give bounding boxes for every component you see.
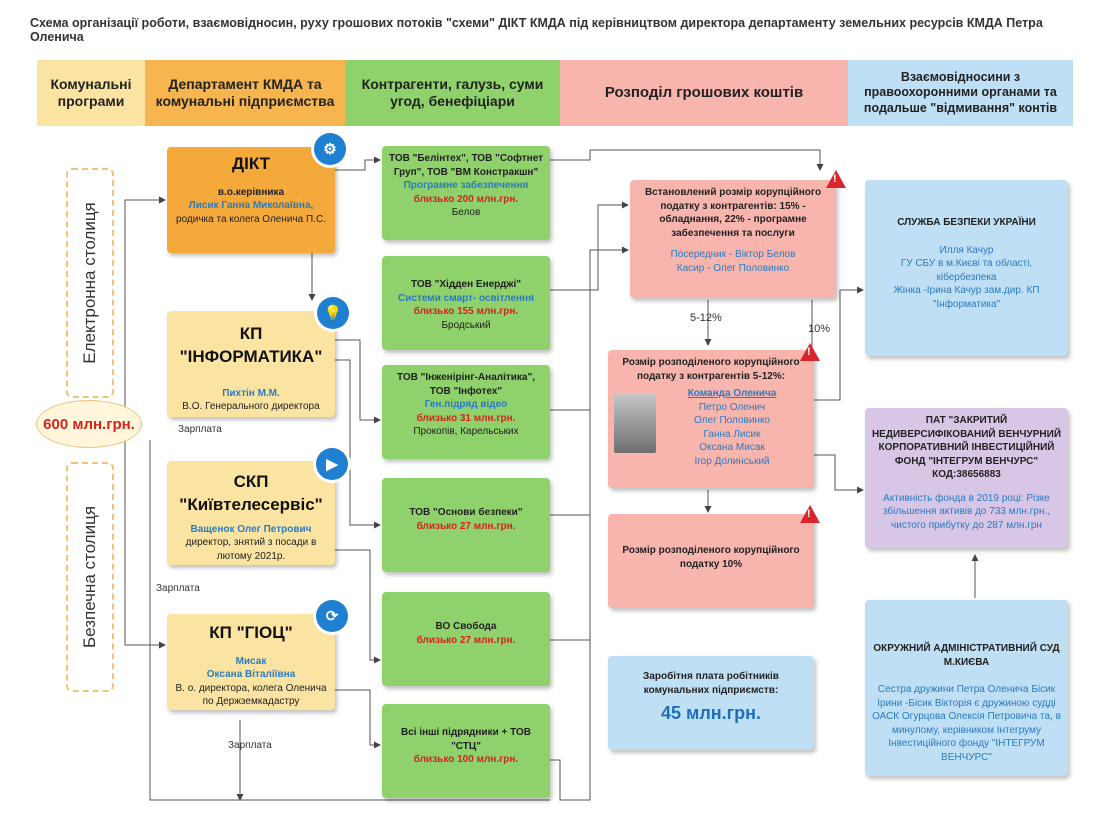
dept-dikt-name: ДІКТ: [231, 154, 271, 173]
dept-informatyka-note: В.О. Генерального директора: [182, 401, 320, 413]
intermediary: Посередник - Віктор Белов: [670, 249, 796, 260]
contractor-name: ТОВ "Белінтех", ТОВ "Софтнет Груп", ТОВ …: [388, 153, 544, 178]
dept-dikt-role: в.о.керівника: [217, 186, 285, 198]
salary-label-2: Зарплата: [156, 583, 200, 594]
team-member: Ігор Долинський: [694, 455, 770, 467]
salary-label-3: Зарплата: [228, 740, 272, 751]
team-name: Команда Оленича: [687, 388, 777, 399]
total-amount-badge: 600 млн.грн.: [36, 400, 142, 448]
dept-dikt-note: родичка та колега Оленича П.С.: [176, 213, 326, 225]
dept-kts-name: СКП "Київтелесервіс": [179, 472, 323, 514]
header-departments: Департамент КМДА та комунальні підприємс…: [145, 60, 345, 126]
program-electronic-capital: Електронна столиця: [66, 168, 114, 398]
person-photo: [614, 393, 656, 453]
sbu-wife: Жінка -Ірина Качур зам.дир. КП "Інформат…: [893, 285, 1040, 310]
contractor-osnovy-bezpeky: ТОВ "Основи безпеки" близько 27 млн.грн.: [382, 478, 550, 572]
dept-dikt: ДІКТ в.о.керівника Лисик Ганна Миколаївн…: [167, 147, 335, 253]
contractor-hidden-energy: ТОВ "Хідден Енерджі" Системи смарт- осві…: [382, 256, 550, 350]
header-law: Взаємовідносини з правоохоронними органа…: [848, 60, 1073, 126]
ten-percent-text: Розмір розподіленого корупційного податк…: [622, 545, 800, 570]
salary-box: Заробітня плата робітників комунальних п…: [608, 656, 814, 750]
team-tax-text: Розмір розподіленого корупційного податк…: [622, 357, 800, 382]
contractor-amount: близько 200 млн.грн.: [413, 193, 519, 205]
court-name: ОКРУЖНИЙ АДМІНІСТРАТИВНИЙ СУД М.КИЄВА: [873, 643, 1060, 668]
sbu-box: СЛУЖБА БЕЗПЕКИ УКРАЇНИ Илля Качур ГУ СБУ…: [865, 180, 1068, 356]
dept-giots-person1: Мисак: [235, 655, 267, 667]
contractor-beneficiary: Белов: [451, 207, 481, 218]
tax-rate-text: Встановлений розмір корупційного податку…: [644, 187, 822, 239]
contractor-others: Всі інші підрядники + ТОВ "СТЦ" близько …: [382, 704, 550, 798]
contractor-amount: близько 155 млн.грн.: [413, 306, 519, 317]
dept-dikt-person: Лисик Ганна Миколаївна,: [188, 200, 314, 212]
fund-code: КОД:38656883: [932, 469, 1001, 480]
header-contractors: Контрагенти, галузь, суми угод, бенефіці…: [345, 60, 560, 126]
contractor-beneficiary: Прокопів, Карельських: [413, 426, 519, 437]
lightbulb-icon: 💡: [317, 297, 349, 329]
dept-informatyka-name: КП "ІНФОРМАТИКА": [179, 324, 323, 366]
contractor-name: Всі інші підрядники + ТОВ "СТЦ": [401, 727, 531, 752]
contractor-amount: близько 27 млн.грн.: [416, 634, 516, 646]
distribution-tax-rate: Встановлений розмір корупційного податку…: [630, 180, 836, 298]
contractor-engineering-analytics: ТОВ "Інженірінг-Аналітика", ТОВ "Інфотех…: [382, 365, 550, 459]
cashier: Касир - Олег Половинко: [676, 262, 790, 274]
dept-kts-note: директор, знятий з посади в лютому 2021р…: [185, 537, 317, 562]
salary-label-1: Зарплата: [178, 424, 222, 435]
contractor-name: ТОВ "Інженірінг-Аналітика", ТОВ "Інфотех…: [396, 372, 536, 397]
contractor-amount: близько 27 млн.грн.: [416, 520, 516, 532]
contractor-belintech: ТОВ "Белінтех", ТОВ "Софтнет Груп", ТОВ …: [382, 146, 550, 240]
salary-text: Заробітня плата робітників комунальних п…: [643, 671, 779, 696]
sbu-department: ГУ СБУ в м.Києві та області, кібербезпек…: [900, 258, 1033, 283]
program-safe-capital: Безпечна столиця: [66, 462, 114, 692]
distribution-10-percent: Розмір розподіленого корупційного податк…: [608, 514, 814, 608]
warning-icon: !: [800, 343, 820, 361]
salary-amount: 45 млн.грн.: [660, 703, 761, 723]
play-icon: ▶: [316, 448, 348, 480]
warning-icon: !: [800, 505, 820, 523]
contractor-amount: близько 31 млн.грн.: [416, 412, 516, 424]
team-member: Оксана Мисак: [699, 442, 765, 453]
contractor-field: Ген.підряд відео: [424, 399, 508, 410]
contractor-name: ТОВ "Основи безпеки": [409, 507, 523, 518]
percent-5-12-label: 5-12%: [690, 312, 722, 324]
fund-activity: Активність фонда в 2019 році: Різке збіл…: [882, 492, 1051, 531]
contractor-amount: близько 100 млн.грн.: [413, 754, 519, 765]
page-title: Схема організації роботи, взаємовідносин…: [30, 16, 1043, 44]
dept-kts-person: Ващенок Олег Петрович: [190, 523, 312, 535]
dept-informatyka: КП "ІНФОРМАТИКА" Пихтін М.М. В.О. Генера…: [167, 311, 335, 417]
dept-giots-person2: Оксана Віталіївна: [206, 669, 296, 681]
team-member: Олег Половинко: [694, 415, 770, 426]
team-member: Петро Оленич: [698, 401, 766, 413]
header-distribution: Розподіл грошових коштів: [560, 60, 848, 126]
percent-10-label: 10%: [808, 323, 831, 335]
contractor-field: Системи смарт- освітлення: [398, 292, 534, 304]
header-programs: Комунальні програми: [37, 60, 145, 126]
team-member: Ганна Лисик: [703, 428, 761, 440]
court-box: ОКРУЖНИЙ АДМІНІСТРАТИВНИЙ СУД М.КИЄВА Се…: [865, 600, 1068, 776]
dept-informatyka-person: Пихтін М.М.: [222, 387, 280, 399]
dept-giots-name: КП "ГІОЦ": [209, 623, 293, 642]
contractor-svoboda: ВО Свобода близько 27 млн.грн.: [382, 592, 550, 686]
warning-icon: !: [826, 170, 846, 188]
sbu-name: СЛУЖБА БЕЗПЕКИ УКРАЇНИ: [897, 217, 1036, 228]
contractor-name: ТОВ "Хідден Енерджі": [411, 279, 521, 290]
court-note: Сестра дружини Петра Оленича Бісик Ірини…: [872, 684, 1061, 763]
dept-kyivteleservis: СКП "Київтелесервіс" Ващенок Олег Петров…: [167, 461, 335, 565]
distribution-team: Розмір розподіленого корупційного податк…: [608, 350, 814, 488]
gear-network-icon: ⚙: [314, 133, 346, 165]
venture-fund-box: ПАТ "ЗАКРИТИЙ НЕДИВЕРСИФІКОВАНИЙ ВЕНЧУРН…: [865, 408, 1068, 548]
dept-giots: КП "ГІОЦ" Мисак Оксана Віталіївна В. о. …: [167, 614, 335, 710]
sbu-person: Илля Качур: [939, 244, 994, 256]
fund-name: ПАТ "ЗАКРИТИЙ НЕДИВЕРСИФІКОВАНИЙ ВЕНЧУРН…: [871, 415, 1062, 467]
contractor-field: Програмне забезпечення: [403, 180, 529, 191]
database-sync-icon: ⟳: [316, 600, 348, 632]
dept-giots-note: В. о. директора, колега Оленича по Держз…: [175, 682, 327, 708]
contractor-name: ВО Свобода: [435, 621, 497, 632]
contractor-beneficiary: Бродський: [441, 319, 491, 331]
